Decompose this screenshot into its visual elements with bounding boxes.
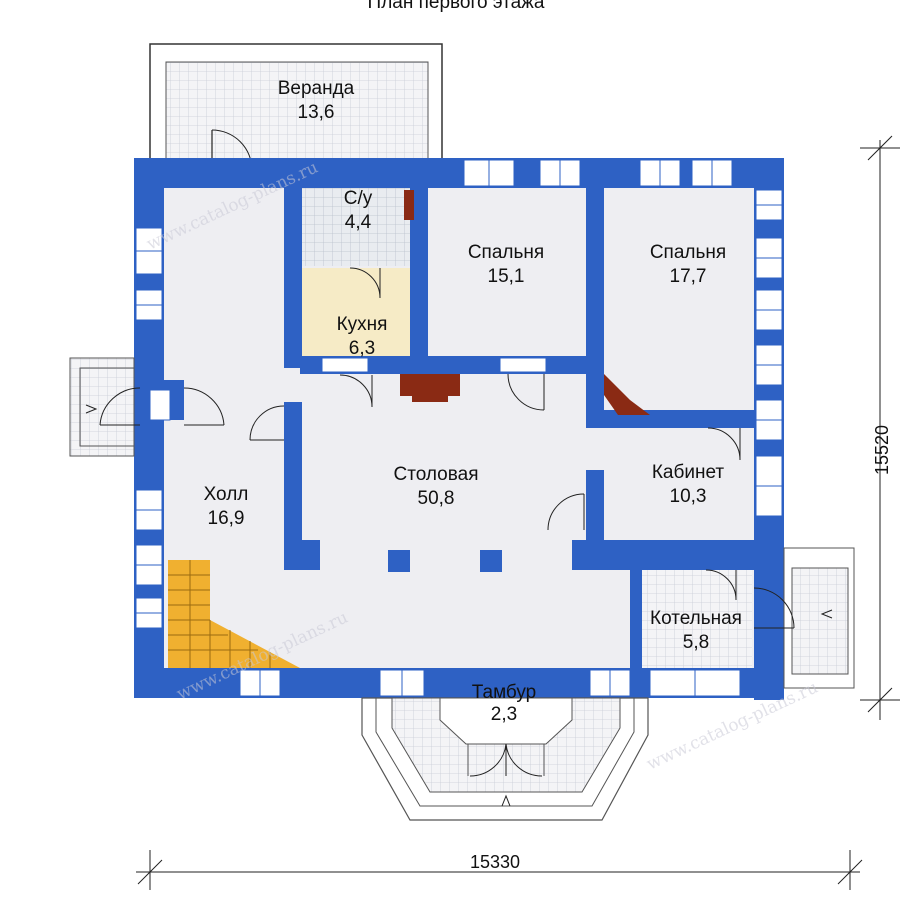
- room-name-bedroom-1: Спальня: [468, 242, 544, 263]
- room-area-hall: 16,9: [208, 508, 245, 529]
- chimney: [400, 190, 650, 415]
- room-area-dining: 50,8: [418, 488, 455, 509]
- room-area-vestibule: 2,3: [491, 704, 517, 725]
- room-name-office: Кабинет: [652, 462, 725, 483]
- room-name-kitchen: Кухня: [337, 314, 388, 335]
- room-name-bedroom-2: Спальня: [650, 242, 726, 263]
- veranda: [149, 43, 443, 171]
- dimension-lines: [136, 135, 900, 890]
- entrance-bay: [361, 697, 649, 821]
- room-area-veranda: 13,6: [298, 102, 335, 123]
- plan-title: План первого этажа: [368, 0, 545, 13]
- room-name-vestibule: Тамбур: [472, 682, 537, 703]
- room-area-kitchen: 6,3: [349, 338, 375, 359]
- stairs: [168, 560, 300, 668]
- door-swings: [249, 267, 741, 601]
- right-porch: [753, 547, 855, 689]
- room-name-veranda: Веранда: [278, 78, 355, 99]
- left-porch: [69, 357, 225, 457]
- room-name-boiler: Котельная: [650, 608, 742, 629]
- room-area-bedroom-2: 17,7: [670, 266, 707, 287]
- room-area-bedroom-1: 15,1: [488, 266, 525, 287]
- room-area-su: 4,4: [345, 212, 372, 233]
- room-labels: Веранда 13,6 С/у 4,4 Спальня 15,1 Спальн…: [204, 78, 742, 725]
- room-name-su: С/у: [344, 188, 373, 209]
- room-name-dining: Столовая: [394, 464, 479, 485]
- room-area-boiler: 5,8: [683, 632, 709, 653]
- room-area-office: 10,3: [670, 486, 707, 507]
- width-dimension: 15330: [470, 852, 520, 872]
- height-dimension: 15520: [872, 425, 892, 475]
- room-name-hall: Холл: [204, 484, 249, 505]
